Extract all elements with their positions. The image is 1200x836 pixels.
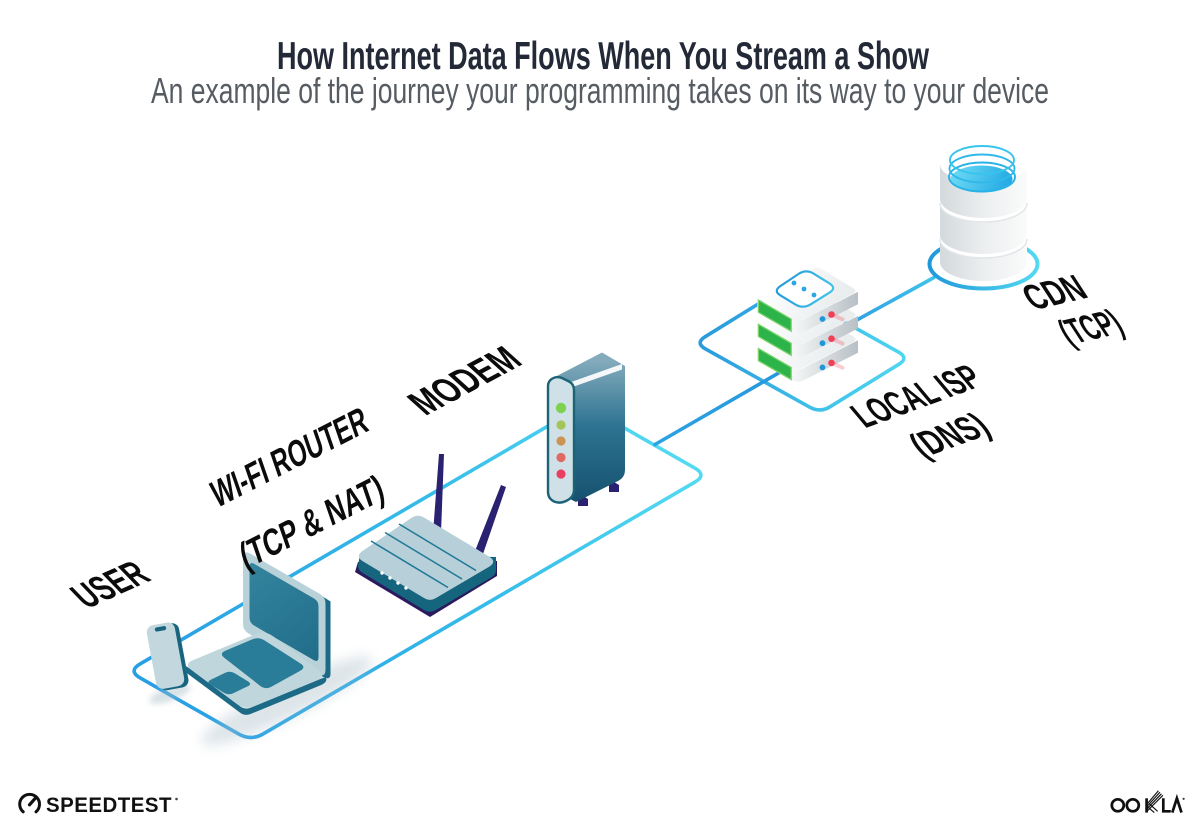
svg-text:An example of the journey your: An example of the journey your programmi… <box>151 70 1049 111</box>
svg-text:How Internet Data Flows When Y: How Internet Data Flows When You Stream … <box>277 35 929 78</box>
svg-text:SPEEDTEST: SPEEDTEST <box>46 793 172 817</box>
